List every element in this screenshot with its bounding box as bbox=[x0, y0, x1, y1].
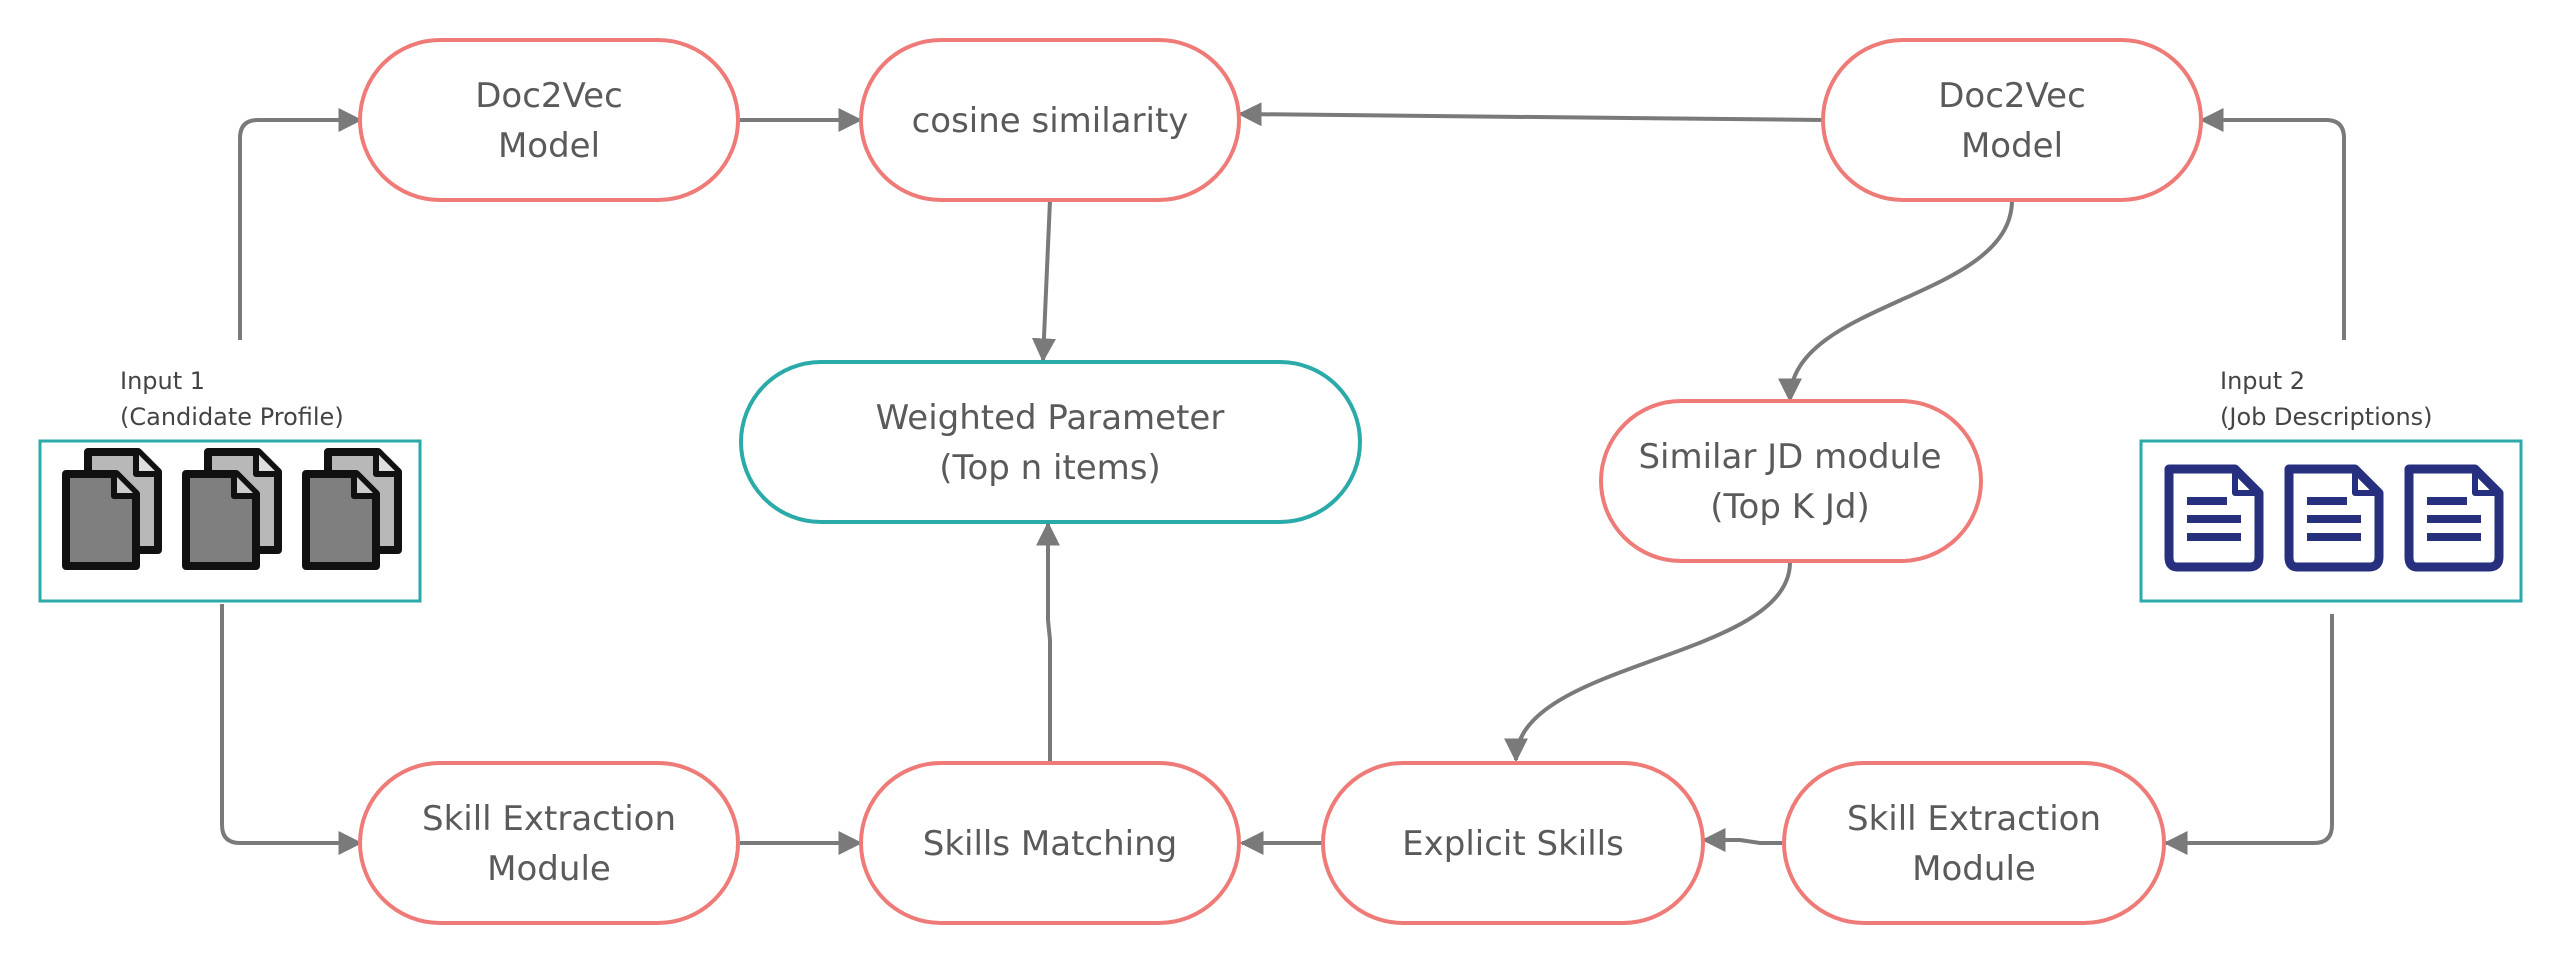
skills-matching-node: Skills Matching bbox=[859, 761, 1241, 925]
explicit-skills-label: Explicit Skills bbox=[1402, 824, 1624, 864]
edges bbox=[220, 102, 2346, 855]
text-document-icon bbox=[2404, 464, 2504, 572]
weighted-parameter-node: Weighted Parameter (Top n items) bbox=[739, 360, 1362, 524]
node-label-line: Module bbox=[487, 849, 611, 889]
node-label-line: Skill Extraction bbox=[1847, 799, 2101, 839]
edge-input2-to-skill-extraction-right bbox=[2163, 614, 2334, 855]
explicit-skills-node: Explicit Skills bbox=[1321, 761, 1705, 925]
text-document-icon bbox=[2284, 464, 2384, 572]
input2-title: Input 2 bbox=[2220, 367, 2305, 395]
similar-jd-label: Similar JD module (Top K Jd) bbox=[1638, 437, 1941, 527]
copy-document-icon bbox=[302, 448, 402, 570]
skills-matching-label: Skills Matching bbox=[923, 824, 1177, 864]
input2-subtitle: (Job Descriptions) bbox=[2220, 403, 2433, 431]
node-label-line: Model bbox=[498, 126, 600, 166]
edge-doc2vec-right-to-cosine bbox=[1237, 102, 1823, 127]
edge-skills-matching-to-weighted bbox=[1036, 521, 1060, 762]
node-label-line: (Top n items) bbox=[939, 448, 1161, 488]
edge-doc2vec-right-to-similar-jd bbox=[1778, 199, 2014, 403]
node-label-line: Module bbox=[1912, 849, 2036, 889]
cosine-similarity-label: cosine similarity bbox=[912, 101, 1189, 141]
similar-jd-node: Similar JD module (Top K Jd) bbox=[1599, 399, 1983, 563]
node-label-line: Doc2Vec bbox=[1938, 76, 2086, 116]
copy-document-icon bbox=[182, 448, 282, 570]
edge-input2-to-doc2vec-right bbox=[2199, 108, 2346, 340]
input2-group: Input 2 (Job Descriptions) bbox=[2139, 367, 2523, 603]
copy-document-icon bbox=[62, 448, 162, 570]
cosine-similarity-node: cosine similarity bbox=[859, 38, 1241, 202]
node-label-line: Skills Matching bbox=[923, 824, 1177, 864]
node-label-line: Skill Extraction bbox=[422, 799, 676, 839]
edge-skill-extraction-right-to-explicit-skills bbox=[1701, 828, 1782, 852]
input1-title: Input 1 bbox=[120, 367, 205, 395]
node-label-line: Weighted Parameter bbox=[876, 398, 1225, 438]
input1-group: Input 1 (Candidate Profile) bbox=[38, 367, 422, 603]
edge-similar-jd-to-explicit-skills bbox=[1504, 561, 1792, 763]
weighted-parameter-label: Weighted Parameter (Top n items) bbox=[876, 398, 1225, 488]
node-label-line: (Top K Jd) bbox=[1710, 487, 1869, 527]
node-label-line: Model bbox=[1961, 126, 2063, 166]
edge-cosine-to-weighted bbox=[1031, 199, 1056, 363]
node-label-line: Explicit Skills bbox=[1402, 824, 1624, 864]
node-label-line: Similar JD module bbox=[1638, 437, 1941, 477]
edge-input1-to-doc2vec-left bbox=[238, 108, 363, 340]
node-label-line: Doc2Vec bbox=[475, 76, 623, 116]
text-document-icon bbox=[2164, 464, 2264, 572]
node-label-line: cosine similarity bbox=[912, 101, 1189, 141]
input1-subtitle: (Candidate Profile) bbox=[120, 403, 344, 431]
edge-input1-to-skill-extraction-left bbox=[220, 604, 363, 855]
